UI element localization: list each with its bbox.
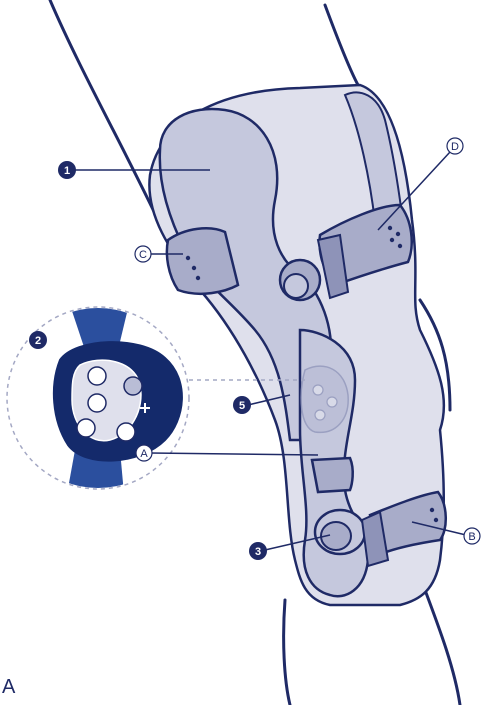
- strap-c: [167, 228, 238, 294]
- marker-c: C: [135, 246, 151, 262]
- marker-3: 3: [249, 542, 267, 560]
- strap-a-clip: [312, 458, 353, 492]
- marker-a: A: [136, 445, 152, 461]
- marker-3-label: 3: [255, 546, 261, 558]
- marker-b-label: B: [468, 531, 475, 543]
- marker-5-label: 5: [239, 400, 245, 412]
- marker-a-label: A: [140, 448, 148, 460]
- marker-d-label: D: [451, 141, 459, 153]
- marker-1: 1: [58, 161, 76, 179]
- upper-hinge-knob: [280, 260, 320, 300]
- marker-1-label: 1: [64, 165, 70, 177]
- lower-hinge-knob: [315, 510, 365, 554]
- figure-letter: A: [2, 676, 15, 699]
- marker-d: D: [447, 138, 463, 154]
- central-hinge: [301, 366, 348, 432]
- marker-b: B: [464, 528, 480, 544]
- marker-5: 5: [233, 396, 251, 414]
- marker-2-label: 2: [35, 335, 41, 347]
- marker-c-label: C: [139, 249, 147, 261]
- marker-2: 2: [29, 331, 47, 349]
